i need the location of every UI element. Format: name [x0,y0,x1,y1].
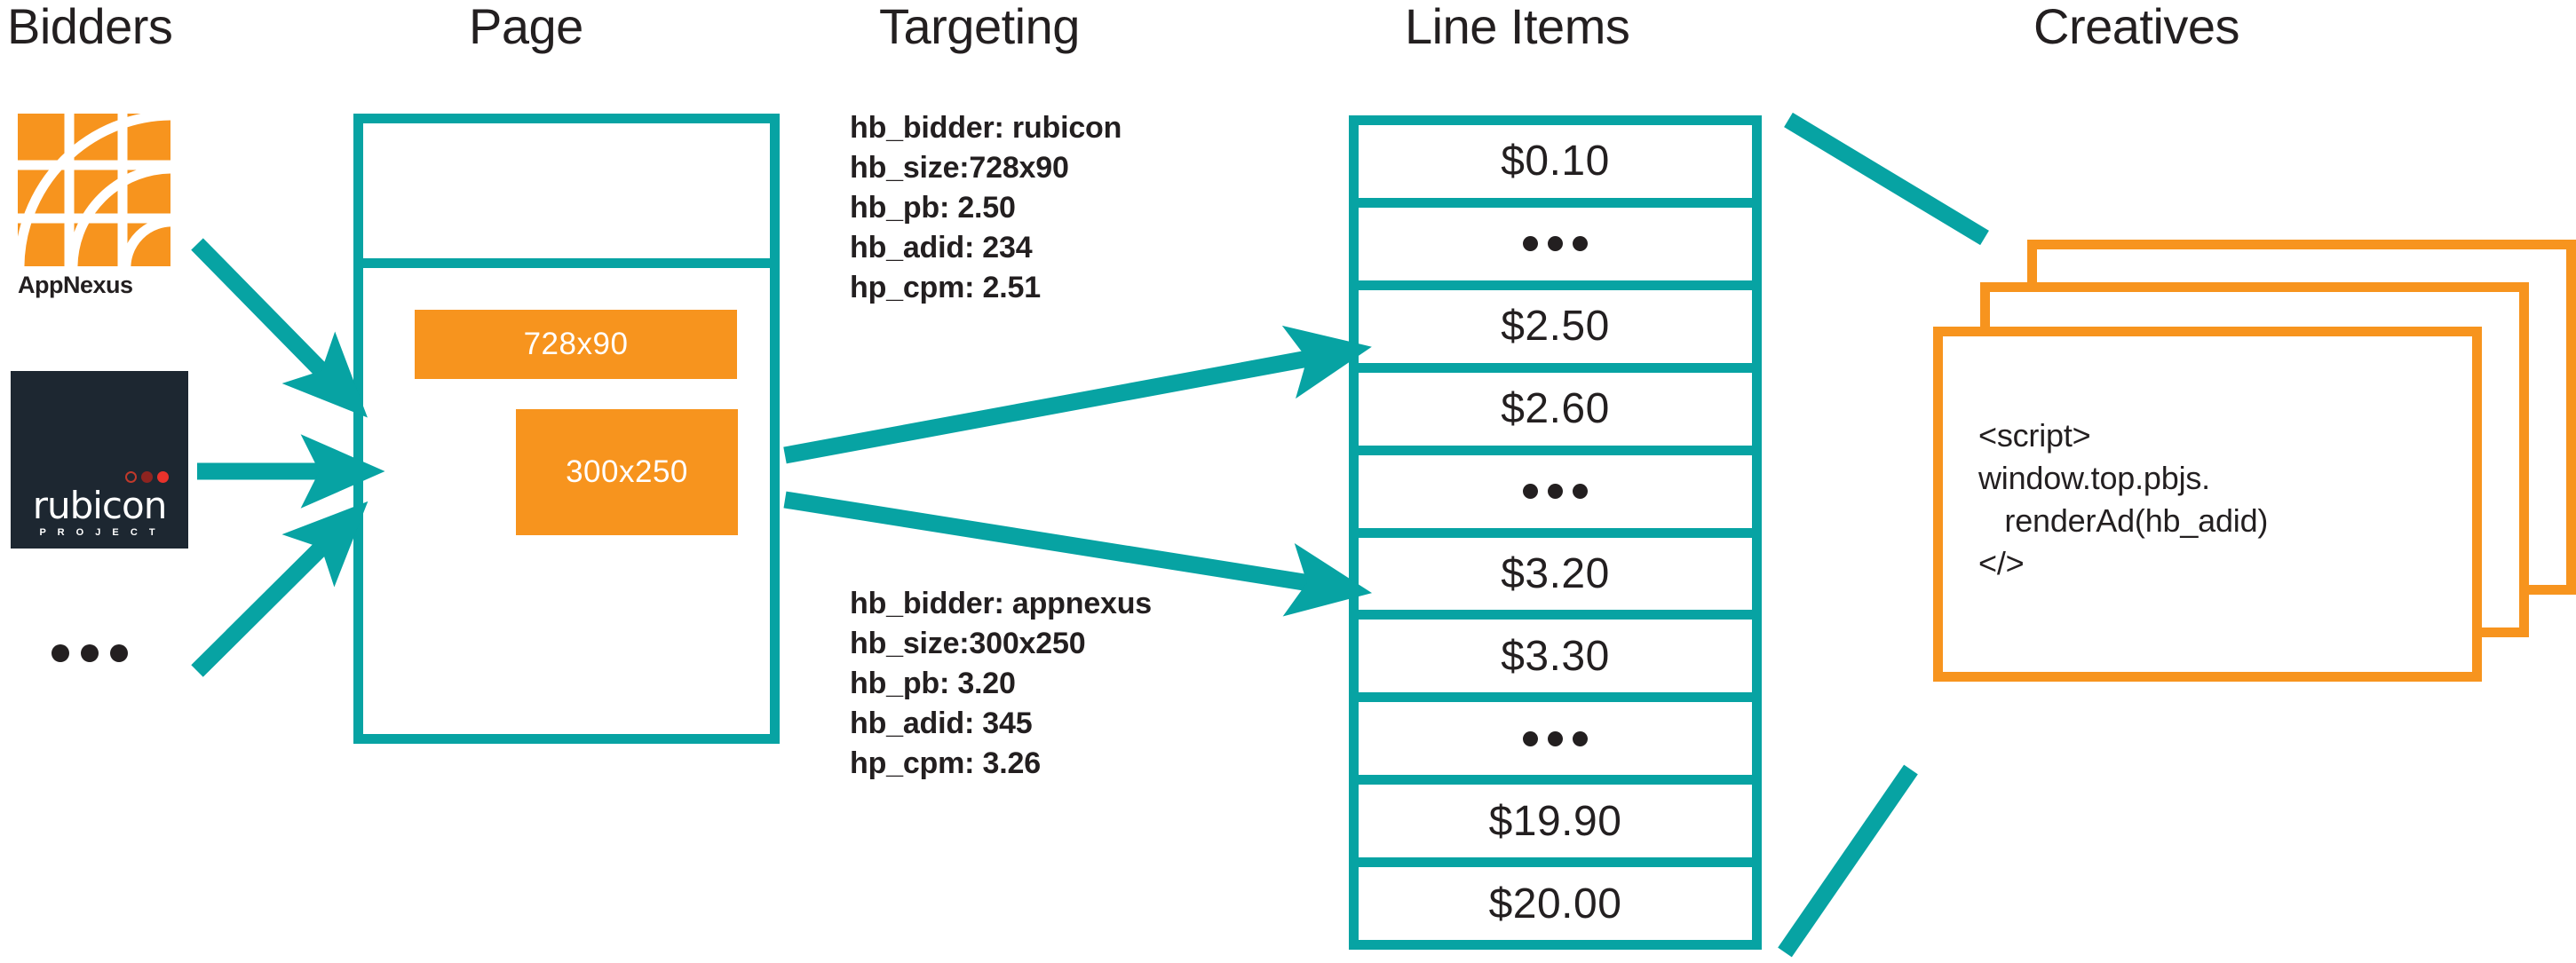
targeting-line: hb_bidder: appnexus [850,587,1153,620]
line-item-row[interactable]: $19.90 [1359,785,1752,868]
targeting-keys-appnexus: hb_bidder: appnexus hb_size:300x250 hb_p… [850,584,1152,784]
targeting-keys-rubicon: hb_bidder: rubicon hb_size:728x90 hb_pb:… [850,108,1122,308]
line-item-row[interactable]: $0.10 [1359,125,1752,208]
targeting-line: hb_size:300x250 [850,627,1086,660]
targeting-line: hb_adid: 345 [850,706,1033,740]
rubicon-dots [125,471,169,483]
line-item-row-ellipsis [1359,208,1752,290]
line-item-row[interactable]: $2.60 [1359,373,1752,455]
line-item-value: $2.50 [1501,303,1610,351]
line-item-row-ellipsis [1359,702,1752,785]
line-items-table: $0.10 $2.50 $2.60 $3.20 $3.30 [1349,115,1762,950]
creative-script-code: <script> window.top.pbjs. renderAd(hb_ad… [1978,417,2269,581]
targeting-line: hp_cpm: 3.26 [850,746,1041,780]
connector-line-items-to-creatives-top [1784,112,1989,246]
line-item-value: $20.00 [1488,880,1622,927]
targeting-line: hp_cpm: 2.51 [850,271,1041,304]
targeting-line: hb_pb: 3.20 [850,667,1016,700]
line-item-row[interactable]: $20.00 [1359,867,1752,940]
ad-slot-300x250[interactable]: 300x250 [516,409,738,535]
arrow-other-bidders-to-page [191,501,369,677]
line-item-value: $3.30 [1501,632,1610,680]
rubicon-wordmark: rubicon [32,484,168,528]
line-item-value: $19.90 [1488,797,1622,845]
line-item-row[interactable]: $2.50 [1359,290,1752,373]
arrow-page-300x250-to-line-item [783,491,1373,617]
column-header-page: Page [469,0,583,54]
ad-slot-728x90[interactable]: 728x90 [415,310,737,379]
creative-card-front[interactable]: <script> window.top.pbjs. renderAd(hb_ad… [1933,327,2482,682]
bidders-ellipsis [52,644,128,662]
column-header-bidders: Bidders [7,0,173,54]
rubicon-project-logo-icon: rubicon P R O J E C T [11,371,188,549]
line-item-row[interactable]: $3.20 [1359,538,1752,620]
targeting-line: hb_pb: 2.50 [850,191,1016,225]
rubicon-sub-wordmark: P R O J E C T [39,527,160,538]
column-header-targeting: Targeting [879,0,1080,54]
targeting-line: hb_bidder: rubicon [850,111,1122,145]
line-item-value: $3.20 [1501,549,1610,597]
arrow-appnexus-to-page [191,238,368,418]
page-container: 728x90 300x250 [353,114,780,744]
targeting-line: hb_adid: 234 [850,231,1033,264]
line-item-value: $2.60 [1501,385,1610,433]
column-header-line-items: Line Items [1405,0,1630,54]
line-item-row-ellipsis [1359,455,1752,538]
line-item-row[interactable]: $3.30 [1359,620,1752,703]
connector-line-items-to-creatives-bottom [1778,764,1918,958]
appnexus-logo-icon [12,108,177,272]
line-item-value: $0.10 [1501,138,1610,185]
ellipsis-icon [1523,730,1588,746]
page-header-divider [363,258,770,268]
ellipsis-icon [1523,484,1588,500]
arrow-page-728x90-to-line-item [783,325,1372,464]
column-header-creatives: Creatives [2033,0,2240,54]
targeting-line: hb_size:728x90 [850,151,1069,185]
appnexus-wordmark: AppNexus [18,272,133,298]
ellipsis-icon [1523,236,1588,252]
